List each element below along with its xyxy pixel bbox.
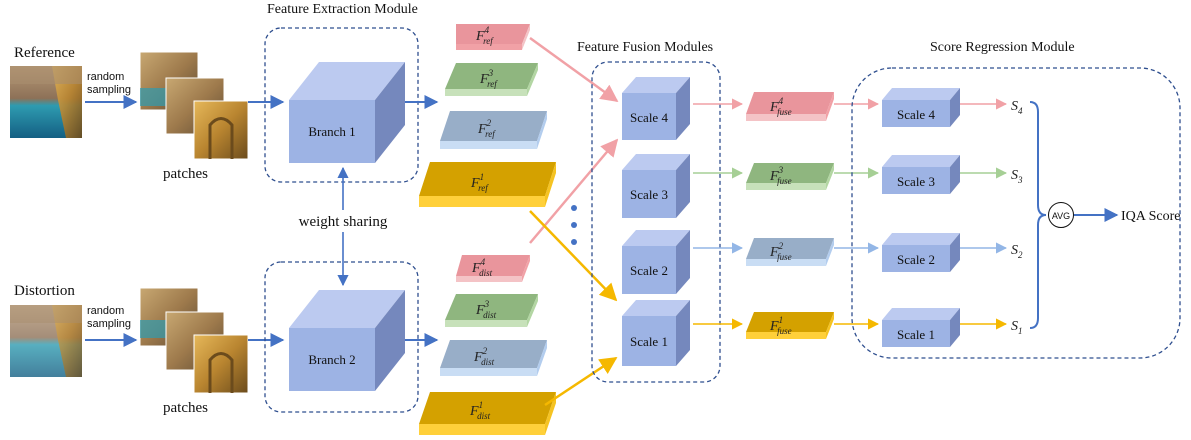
- distortion-label: Distortion: [14, 283, 75, 299]
- score-s3-label: S3: [1011, 168, 1023, 185]
- sampling-label-ref-2: sampling: [87, 84, 131, 96]
- branch2-label: Branch 2: [308, 352, 355, 367]
- fusion-scale3-label: Scale 3: [630, 187, 668, 202]
- weight-sharing-label: weight sharing: [299, 214, 388, 230]
- fusion-scale2-cube: [622, 230, 690, 294]
- avg-label: AVG: [1052, 211, 1070, 221]
- score-regression-dashed-box: [851, 67, 1181, 359]
- fusion-scale4-cube: [622, 77, 690, 140]
- fuse-3-slab: [746, 163, 834, 190]
- dist1-to-fusion-arrow: [544, 356, 618, 407]
- reg-scale4-label: Scale 4: [897, 107, 935, 122]
- reg-scale1-label: Scale 1: [897, 327, 935, 342]
- branch2-cube: [289, 290, 405, 391]
- patches-label-dist: patches: [163, 400, 208, 416]
- reg-scale2-label: Scale 2: [897, 252, 935, 267]
- avg-node: [1048, 202, 1074, 228]
- fusion-scale4-label: Scale 4: [630, 110, 668, 125]
- branch1-label: Branch 1: [308, 124, 355, 139]
- score-s2-label: S2: [1011, 243, 1023, 260]
- fuse-4-slab: [746, 92, 834, 121]
- score-s4-label: S4: [1011, 99, 1023, 116]
- branch2-dashed-box: [264, 261, 419, 413]
- feature-dist-1-slab: [419, 392, 556, 435]
- branch1-cube: [289, 62, 405, 163]
- feature-dist-2-slab: [440, 340, 547, 376]
- feature-ref-3-slab: [445, 63, 538, 96]
- fusion-scale3-cube: [622, 154, 690, 218]
- score-aggregation-brace: [1029, 101, 1047, 329]
- reg-scale4-cube: [882, 88, 960, 127]
- feature-fusion-title: Feature Fusion Modules: [577, 40, 713, 55]
- iqa-score-label: IQA Score: [1121, 209, 1181, 224]
- reg-scale2-cube: [882, 233, 960, 272]
- reg-scale3-cube: [882, 155, 960, 194]
- reference-image: [10, 66, 82, 138]
- sampling-label-dist-1: random: [87, 305, 124, 317]
- distortion-patches: [139, 287, 249, 394]
- feature-dist-3-slab: [445, 294, 538, 327]
- fusion-scale2-label: Scale 2: [630, 263, 668, 278]
- feature-dist-4-slab: [456, 255, 530, 282]
- ref1-to-fusion-arrow: [529, 210, 618, 302]
- score-s1-label: S1: [1011, 319, 1023, 336]
- feature-ref-4-slab: [456, 24, 530, 50]
- feature-ref-2-slab: [440, 111, 547, 149]
- reference-label: Reference: [14, 45, 75, 61]
- fusion-scale1-cube: [622, 300, 690, 366]
- feature-extraction-title: Feature Extraction Module: [267, 2, 418, 17]
- score-regression-title: Score Regression Module: [930, 40, 1075, 55]
- reg-scale1-cube: [882, 308, 960, 347]
- reg-scale3-label: Scale 3: [897, 174, 935, 189]
- feature-ref-1-slab: [419, 162, 556, 207]
- patches-label-ref: patches: [163, 166, 208, 182]
- fusion-scale1-label: Scale 1: [630, 334, 668, 349]
- ref4-to-fusion-arrow: [529, 36, 619, 103]
- sampling-label-ref-1: random: [87, 71, 124, 83]
- distortion-image: [10, 305, 82, 377]
- fuse-1-slab: [746, 312, 834, 339]
- reference-patches: [139, 51, 249, 160]
- fuse-2-slab: [746, 238, 834, 266]
- more-scales-ellipsis: [571, 205, 577, 245]
- sampling-label-dist-2: sampling: [87, 318, 131, 330]
- branch1-dashed-box: [264, 27, 419, 183]
